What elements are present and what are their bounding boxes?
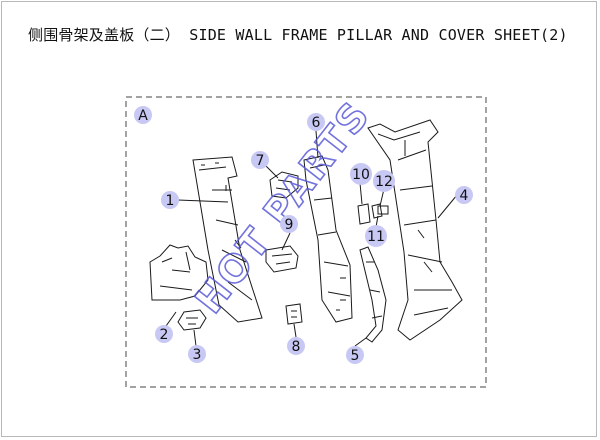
callout-1: 1 xyxy=(161,191,179,209)
part-10-gusset xyxy=(357,203,371,225)
callout-5: 5 xyxy=(346,346,364,364)
part-8-plate xyxy=(285,303,303,325)
part-4-outer-pillar xyxy=(367,119,463,341)
svg-text:3: 3 xyxy=(193,347,202,363)
part-2-lower-bracket xyxy=(149,244,209,301)
callout-3: 3 xyxy=(188,345,206,363)
callout-6: 6 xyxy=(307,113,325,131)
svg-text:6: 6 xyxy=(312,115,321,131)
callout-10: 10 xyxy=(350,163,372,185)
svg-text:2: 2 xyxy=(160,327,169,343)
callout-8: 8 xyxy=(287,337,305,355)
callout-7: 7 xyxy=(251,151,269,169)
svg-text:10: 10 xyxy=(352,167,370,183)
part-9-box-bracket xyxy=(265,245,299,273)
watermark-text: HOT PARTS xyxy=(186,93,378,322)
callout-2: 2 xyxy=(155,325,173,343)
svg-text:8: 8 xyxy=(292,339,301,355)
view-label-a: A xyxy=(134,106,152,124)
svg-text:7: 7 xyxy=(256,153,265,169)
part-7-bracket xyxy=(269,171,299,199)
svg-text:11: 11 xyxy=(367,229,385,245)
callout-4: 4 xyxy=(455,186,473,204)
svg-text:1: 1 xyxy=(166,193,175,209)
page-title: 侧围骨架及盖板（二） SIDE WALL FRAME PILLAR AND CO… xyxy=(28,26,568,44)
part-12-nut xyxy=(377,205,389,215)
view-label-text: A xyxy=(138,108,148,124)
leader-lines xyxy=(165,130,458,347)
callouts: 1 2 3 4 5 6 7 8 9 10 11 12 xyxy=(155,113,473,364)
part-5-reinforcement xyxy=(359,246,387,343)
svg-text:4: 4 xyxy=(460,188,469,204)
svg-text:9: 9 xyxy=(285,217,294,233)
part-3-clip xyxy=(177,309,207,331)
detail-boundary xyxy=(125,96,487,388)
part-lines xyxy=(149,119,463,347)
callout-12: 12 xyxy=(373,170,395,192)
part-6-center-pillar xyxy=(303,155,353,323)
callout-9: 9 xyxy=(280,215,298,233)
part-11-gusset xyxy=(371,203,383,219)
svg-text:5: 5 xyxy=(351,348,360,364)
callout-11: 11 xyxy=(365,225,387,247)
svg-text:12: 12 xyxy=(375,174,393,190)
part-1-inner-pillar xyxy=(192,156,263,323)
